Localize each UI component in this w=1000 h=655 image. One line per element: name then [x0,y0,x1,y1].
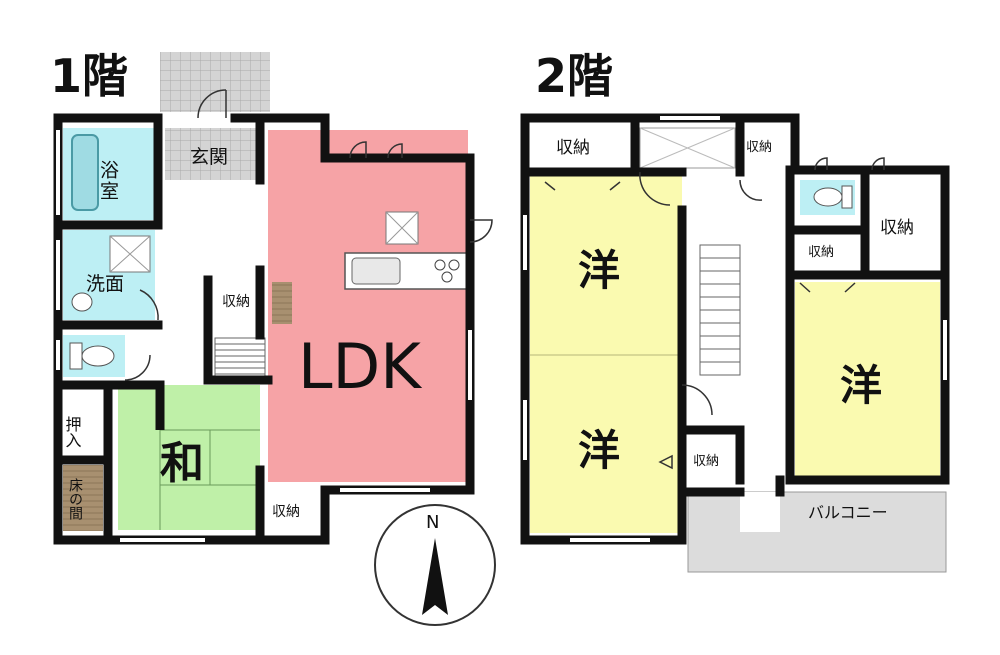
toilet-bowl-icon [81,345,115,367]
doors-1f [124,89,493,381]
floor-1-title: 1階 [50,49,128,103]
entrance-label: 玄関 [190,146,228,168]
floor-closet-wood [272,282,292,324]
toilet-tank-icon [69,342,83,370]
storage-label: 収納 [222,294,250,310]
compass-arrow-icon [422,538,448,615]
bathtub [71,134,99,211]
ldk-label: LDK [298,330,422,403]
storage-mid-label: 収納 [808,245,834,260]
floor-2: 2階 [520,49,950,573]
western-lower-area [530,355,682,533]
skylight-cross [639,127,736,169]
fridge-cross [385,211,419,245]
compass-north-label: N [426,512,439,533]
windows-1f [56,130,472,542]
storage-top-right-label: 収納 [746,140,772,155]
stove-burner-icon [434,259,446,271]
storage-bottom-label: 収納 [272,504,300,520]
washroom-label: 洗面 [86,273,124,295]
balcony-label: バルコニー [808,503,888,522]
western-right-area [795,282,940,477]
washbasin-icon [71,292,93,312]
compass: N [374,504,496,626]
storage-right-label: 収納 [880,218,914,238]
western-upper-area [530,175,682,355]
sink-icon [351,257,401,285]
floor-1: 1階 [50,49,493,545]
entrance-area [165,128,260,180]
bath-label: 浴室 [97,160,119,202]
washer-cross [109,235,151,273]
balcony-notch [740,492,780,532]
stove-burner-icon [448,259,460,271]
western-upper-label: 洋 [578,246,620,295]
western-right-label: 洋 [840,361,882,410]
ldk-area [268,130,468,482]
tokonoma-label: 床の間 [67,478,83,521]
stairs-1f [214,337,266,381]
toilet-bowl-icon-2f [813,187,843,207]
walls-1f-thin [58,385,165,465]
porch [160,52,270,112]
windows-2f [523,116,947,542]
floor-2-title: 2階 [535,49,613,103]
tokonoma-area [63,465,103,531]
japanese-room-label: 和 [160,438,204,489]
storage-stair-label: 収納 [693,454,719,469]
japanese-area [118,385,260,530]
balcony-area [687,491,947,573]
storage-top-left-label: 収納 [556,138,590,158]
tatami-lines [159,429,260,530]
stairs-2f [699,244,741,376]
oshiire-label: 押入 [63,416,82,448]
doors-2f [544,157,885,470]
stove-burner-icon [441,271,453,283]
western-lower-label: 洋 [578,426,620,475]
toilet-tank-icon-2f [841,185,853,209]
